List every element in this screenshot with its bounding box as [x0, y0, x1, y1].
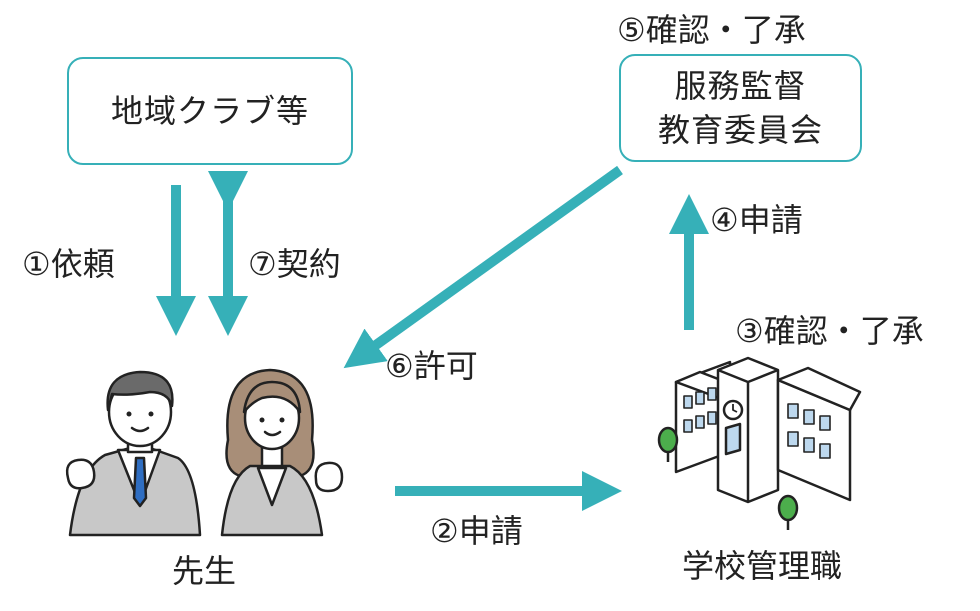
- local-club-box: 地域クラブ等: [67, 57, 353, 165]
- education-board-label-line1: 服務監督: [674, 67, 807, 105]
- teacher-label: 先生: [172, 552, 237, 590]
- school-building-illustration: [657, 356, 862, 530]
- edge-label-confirm-principal: ③確認・了承: [735, 312, 924, 350]
- edge-label-apply-principal: ②申請: [430, 512, 523, 550]
- female-teacher-illustration: [220, 368, 344, 537]
- edge-label-apply-board: ④申請: [710, 201, 803, 239]
- arrow-permission: [343, 165, 623, 369]
- edge-label-request: ①依頼: [22, 245, 115, 283]
- edge-label-contract: ⑦契約: [248, 245, 341, 283]
- education-board-label-line2: 教育委員会: [657, 111, 823, 149]
- principal-label: 学校管理職: [682, 547, 843, 585]
- edge-label-confirm-board: ⑤確認・了承: [617, 11, 806, 49]
- male-teacher-illustration: [65, 370, 202, 537]
- education-board-box: 服務監督 教育委員会: [619, 54, 862, 162]
- local-club-label: 地域クラブ等: [110, 92, 309, 130]
- edge-label-permission: ⑥許可: [385, 347, 478, 385]
